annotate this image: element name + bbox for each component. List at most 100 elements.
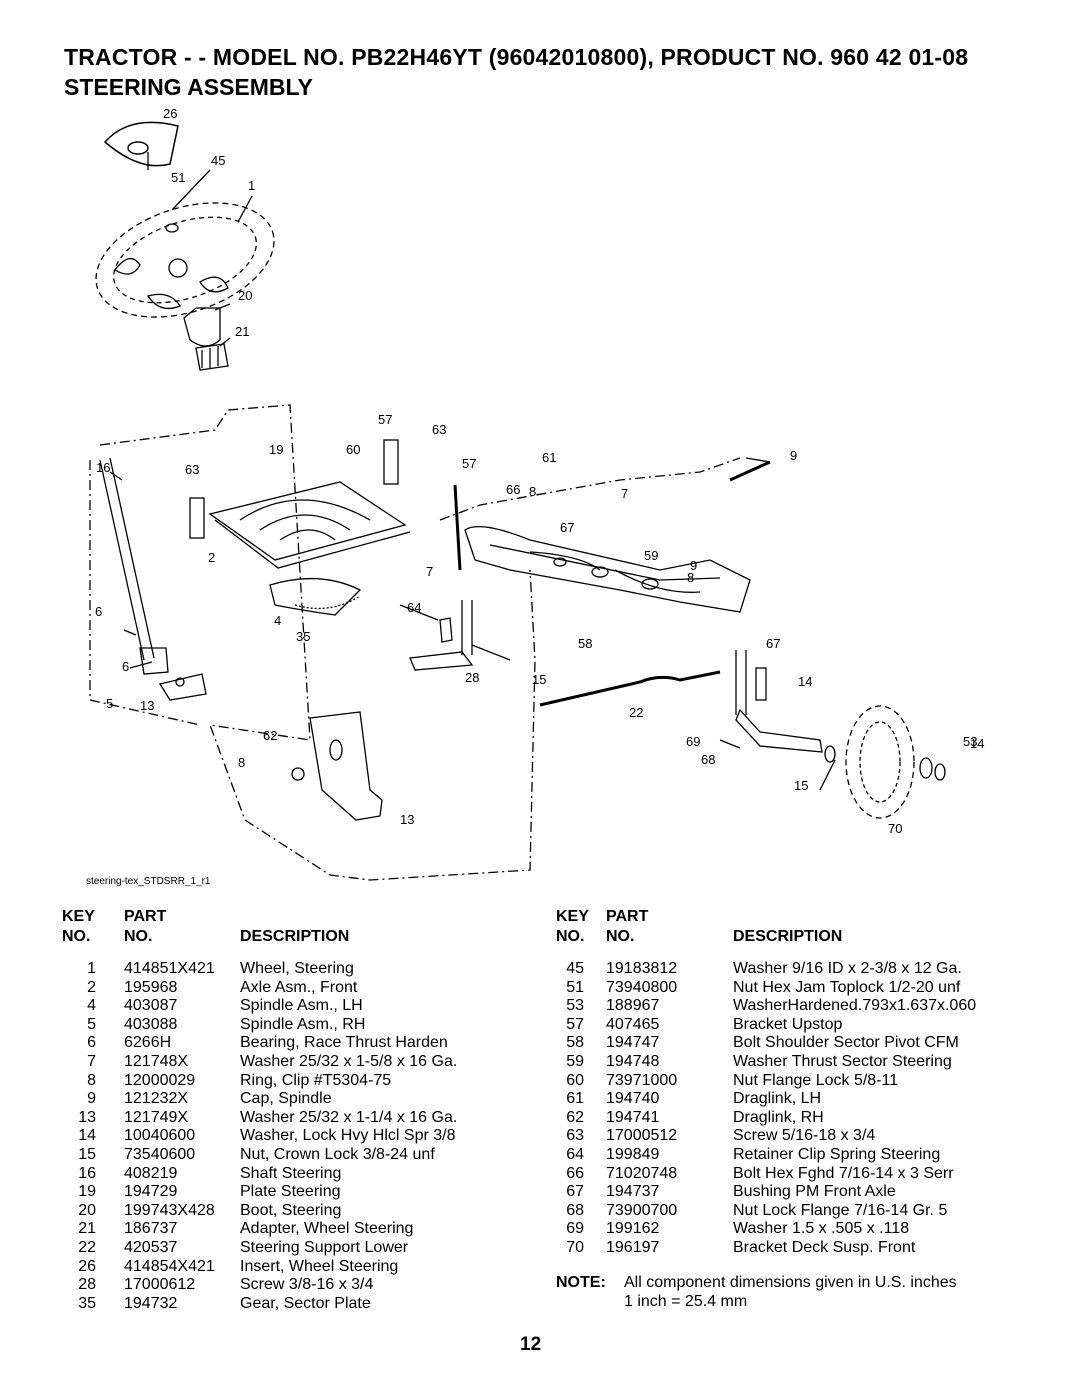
part-description: Spindle Asm., LH xyxy=(240,997,363,1015)
part-description: Axle Asm., Front xyxy=(240,978,358,996)
callout-label: 68 xyxy=(701,752,715,767)
steering-shaft-drawing xyxy=(99,457,207,701)
callout-label: 5 xyxy=(106,696,113,711)
callout-label: 13 xyxy=(400,812,414,827)
callout-label: 66 xyxy=(506,482,520,497)
part-number: 17000512 xyxy=(606,1127,678,1145)
callout-label: 15 xyxy=(532,672,546,687)
section-title: STEERING ASSEMBLY xyxy=(64,74,313,100)
part-number: 12000029 xyxy=(124,1071,196,1089)
header-description: DESCRIPTION xyxy=(733,928,843,945)
steering-plate-drawing xyxy=(189,439,411,569)
callout-label: 70 xyxy=(888,821,902,836)
part-key-no: 13 xyxy=(78,1108,96,1126)
callout-label: 67 xyxy=(766,636,780,651)
callout-label: 45 xyxy=(211,153,225,168)
note-conversion: 1 inch = 25.4 mm xyxy=(624,1293,748,1310)
part-description: Ring, Clip #T5304-75 xyxy=(240,1071,392,1089)
part-number: 17000612 xyxy=(124,1276,196,1294)
callout-label: 9 xyxy=(790,448,797,463)
callout-label: 21 xyxy=(235,324,249,339)
callout-label: 16 xyxy=(96,460,110,475)
table-row: 66 71020748 Bolt Hex Fghd 7/16-14 x 3 Serr xyxy=(556,1165,1026,1184)
part-key-no: 58 xyxy=(566,1034,584,1052)
part-description: Bracket Upstop xyxy=(733,1015,843,1033)
steering-boot-drawing xyxy=(183,307,229,371)
front-wheel-drawing xyxy=(824,705,946,819)
table-header: KEY NO. PART NO. DESCRIPTION xyxy=(556,908,1026,950)
part-key-no: 62 xyxy=(566,1108,584,1126)
header-key-no: NO. xyxy=(62,928,91,945)
part-key-no: 66 xyxy=(566,1164,584,1182)
header-part: PART xyxy=(124,908,167,925)
steering-assembly-diagram: 2645511202157631960631657619668767259987… xyxy=(89,106,984,881)
part-description: Boot, Steering xyxy=(240,1201,342,1219)
part-key-no: 57 xyxy=(566,1015,584,1033)
part-number: 403087 xyxy=(124,997,178,1015)
part-number: 194741 xyxy=(606,1108,660,1126)
callout-label: 35 xyxy=(296,629,310,644)
part-description: Screw 3/8-16 x 3/4 xyxy=(240,1276,374,1294)
part-number: 420537 xyxy=(124,1238,178,1256)
part-number: 403088 xyxy=(124,1015,178,1033)
part-number: 194729 xyxy=(124,1183,178,1201)
part-key-no: 70 xyxy=(566,1238,584,1256)
part-description: Washer 25/32 x 1-5/8 x 16 Ga. xyxy=(240,1052,458,1070)
callout-label: 58 xyxy=(578,636,592,651)
callout-label: 57 xyxy=(462,456,476,471)
callout-label: 14 xyxy=(970,736,984,751)
callout-label: 7 xyxy=(621,486,628,501)
part-number: 6266H xyxy=(124,1034,172,1052)
part-number: 407465 xyxy=(606,1015,660,1033)
part-key-no: 16 xyxy=(78,1164,96,1182)
part-number: 408219 xyxy=(124,1164,178,1182)
part-key-no: 14 xyxy=(78,1127,96,1145)
part-description: Plate Steering xyxy=(240,1183,341,1201)
callout-label: 20 xyxy=(238,288,252,303)
part-number: 73940800 xyxy=(606,978,678,996)
diagram-caption: steering-tex_STDSRR_1_r1 xyxy=(86,876,211,887)
part-description: Bushing PM Front Axle xyxy=(733,1183,896,1201)
part-description: WasherHardened.793x1.637x.060 xyxy=(733,997,977,1015)
part-number: 73540600 xyxy=(124,1145,196,1163)
part-number: 188967 xyxy=(606,997,660,1015)
part-key-no: 53 xyxy=(566,997,584,1015)
table-header: KEY NO. PART NO. DESCRIPTION xyxy=(62,908,502,950)
part-description: Bearing, Race Thrust Harden xyxy=(240,1034,448,1052)
part-description: Gear, Sector Plate xyxy=(240,1294,371,1312)
part-number: 194748 xyxy=(606,1052,660,1070)
header-part-no: NO. xyxy=(124,928,153,945)
part-number: 199743X428 xyxy=(124,1201,215,1219)
part-key-no: 67 xyxy=(566,1183,584,1201)
sector-gear-drawing xyxy=(269,577,362,616)
part-description: Retainer Clip Spring Steering xyxy=(733,1145,941,1163)
callout-label: 59 xyxy=(644,548,658,563)
callout-label: 22 xyxy=(629,705,643,720)
callout-label: 57 xyxy=(378,412,392,427)
part-description: Washer 9/16 ID x 2-3/8 x 12 Ga. xyxy=(733,960,962,977)
callout-label: 8 xyxy=(687,570,694,585)
part-description: Insert, Wheel Steering xyxy=(240,1257,399,1275)
callout-label: 63 xyxy=(432,422,446,437)
callout-label: 6 xyxy=(122,659,129,674)
callout-label: 13 xyxy=(140,698,154,713)
part-description: Washer, Lock Hvy Hlcl Spr 3/8 xyxy=(240,1127,456,1145)
front-axle-drawing xyxy=(464,526,751,613)
part-key-no: 64 xyxy=(566,1145,584,1163)
part-description: Bolt Hex Fghd 7/16-14 x 3 Serr xyxy=(733,1164,954,1182)
part-description: Shaft Steering xyxy=(240,1164,342,1182)
part-number: 71020748 xyxy=(606,1164,678,1182)
part-number: 186737 xyxy=(124,1220,178,1238)
spindle-rh-drawing xyxy=(735,650,823,753)
part-description: Spindle Asm., RH xyxy=(240,1015,366,1033)
